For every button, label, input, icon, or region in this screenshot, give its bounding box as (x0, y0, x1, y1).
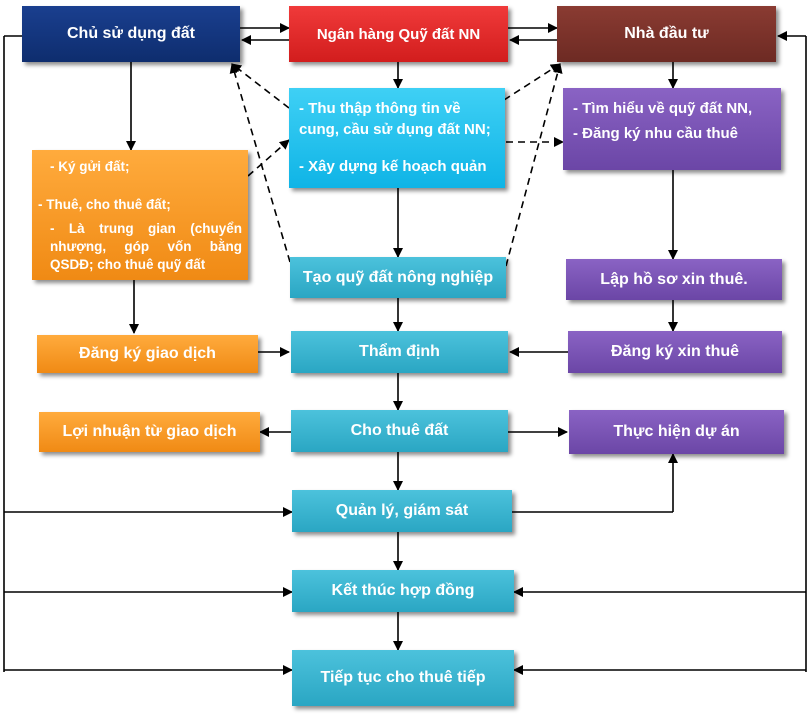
dashed-collect-to-investor (503, 63, 561, 101)
chu-su-dung-dat-box: Chủ sử dụng đất (22, 6, 240, 62)
dashed-tao-to-owner (229, 63, 291, 263)
ngan-hang-quy-dat-label: Ngân hàng Quỹ đất NN (316, 25, 481, 43)
tao-quy-dat-label: Tạo quỹ đất nông nghiệp (302, 268, 494, 286)
dashed-owner-list-to-collect (247, 139, 290, 177)
nha-dau-tu-box: Nhà đầu tư (557, 6, 776, 62)
cho-thue-dat-label: Cho thuê đất (350, 422, 449, 439)
tham-dinh-box: Thẩm định (291, 331, 508, 373)
tao-quy-dat-box: Tạo quỹ đất nông nghiệp (290, 257, 506, 298)
lap-ho-so-label: Lập hồ sơ xin thuê. (600, 270, 748, 288)
cho-thue-dat-box: Cho thuê đất (291, 410, 508, 452)
tham-dinh-label: Thẩm định (359, 343, 440, 360)
thu-thap-line-2: cung, cầu sử dụng đất NN; (299, 121, 491, 138)
dang-ky-xin-thue-box: Đăng ký xin thuê (568, 331, 782, 373)
tiep-tuc-cho-thue-box: Tiếp tục cho thuê tiếp (292, 650, 514, 706)
tiep-tuc-cho-thue-label: Tiếp tục cho thuê tiếp (320, 669, 486, 686)
owner-tasks-box: - Ký gửi đất; - Thuê, cho thuê đất; - Là… (32, 150, 248, 280)
dashed-collect-to-owner (231, 63, 290, 109)
dang-ky-giao-dich-box: Đăng ký giao dịch (37, 335, 258, 373)
thu-thap-thong-tin-box: - Thu thập thông tin về cung, cầu sử dụn… (289, 88, 505, 188)
ngan-hang-quy-dat-box: Ngân hàng Quỹ đất NN (289, 6, 508, 62)
owner-task-1: - Ký gửi đất; (50, 159, 130, 174)
investor-tasks-box: - Tìm hiểu về quỹ đất NN, - Đăng ký nhu … (563, 88, 781, 170)
thuc-hien-du-an-box: Thực hiện dự án (569, 410, 784, 454)
chu-su-dung-dat-label: Chủ sử dụng đất (66, 25, 195, 42)
quan-ly-giam-sat-box: Quản lý, giám sát (292, 490, 512, 532)
nha-dau-tu-label: Nhà đầu tư (624, 25, 709, 42)
dashed-tao-to-investor (505, 63, 563, 267)
owner-task-2: - Thuê, cho thuê đất; (38, 197, 171, 212)
thu-thap-line-1: - Thu thập thông tin về (299, 100, 461, 117)
lap-ho-so-box: Lập hồ sơ xin thuê. (566, 259, 782, 300)
dang-ky-giao-dich-label: Đăng ký giao dịch (79, 345, 216, 362)
ket-thuc-hop-dong-label: Kết thúc hợp đồng (331, 582, 475, 599)
loi-nhuan-label: Lợi nhuận từ giao dịch (62, 423, 237, 440)
thuc-hien-du-an-label: Thực hiện dự án (613, 423, 740, 440)
dang-ky-xin-thue-label: Đăng ký xin thuê (610, 343, 740, 360)
investor-task-2: - Đăng ký nhu cầu thuê (573, 125, 739, 142)
thu-thap-line-3: - Xây dựng kế hoạch quản (299, 158, 487, 175)
investor-task-1: - Tìm hiểu về quỹ đất NN, (573, 100, 753, 117)
quan-ly-giam-sat-label: Quản lý, giám sát (335, 502, 469, 519)
loi-nhuan-box: Lợi nhuận từ giao dịch (39, 412, 260, 452)
owner-task-3: - Là trung gian (chuyển nhượng, góp vốn … (50, 221, 242, 272)
ket-thuc-hop-dong-box: Kết thúc hợp đồng (292, 570, 514, 612)
